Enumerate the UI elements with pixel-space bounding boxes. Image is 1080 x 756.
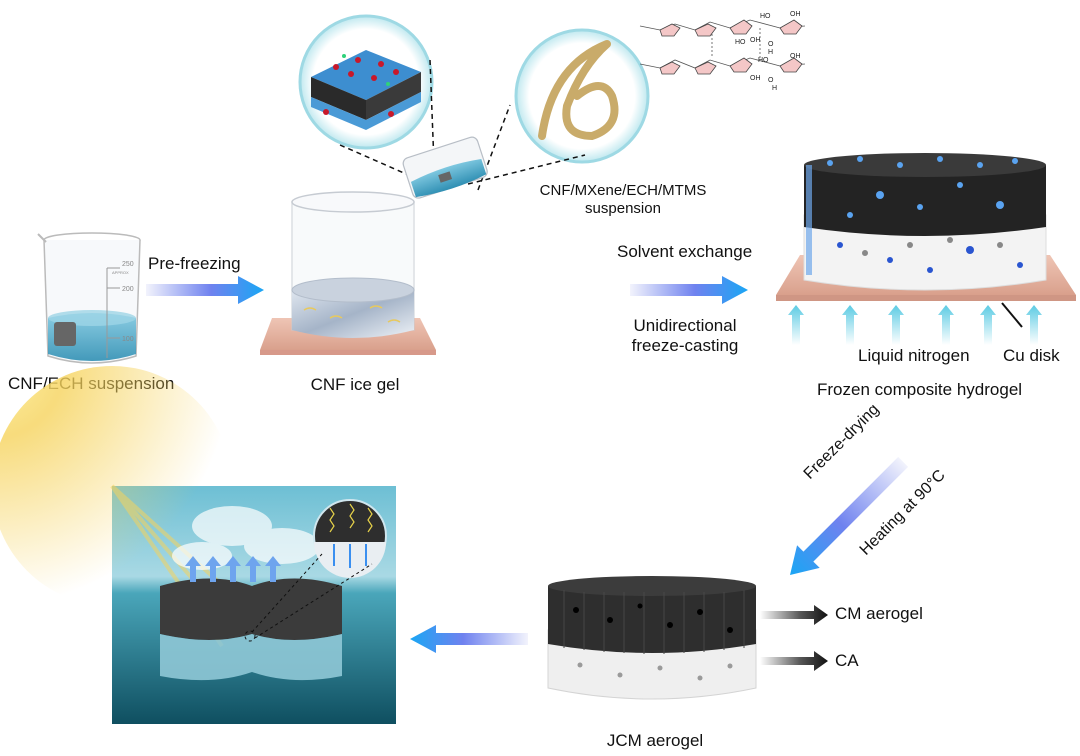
pouring-beaker-icon	[402, 136, 488, 199]
molecule-group: O	[768, 41, 774, 48]
vapor-arrow-icon	[245, 556, 261, 582]
frozen-hydrogel-icon	[776, 153, 1076, 328]
mxene-zoom-circle	[298, 14, 434, 150]
vapor-arrow-icon	[205, 556, 221, 582]
nitrogen-arrow-icon	[938, 305, 954, 345]
cnf-zoom-circle	[514, 28, 650, 164]
nitrogen-arrow-icon	[788, 305, 804, 345]
molecule-group: H	[768, 49, 773, 56]
cu-disk-label: Cu disk	[1003, 346, 1060, 365]
molecule-group: HO	[758, 57, 769, 64]
pre-freezing-arrow-icon	[146, 276, 264, 304]
nitrogen-arrow-icon	[1026, 305, 1042, 345]
added-suspension-label-line1: CNF/MXene/ECH/MTMS	[539, 182, 707, 199]
freeze-drying-arrow-icon	[790, 456, 909, 575]
vapor-arrow-icon	[185, 556, 201, 582]
freeze-casting-label: Unidirectional freeze-casting	[610, 316, 760, 356]
solvent-exchange-arrow-icon	[630, 276, 748, 304]
cm-pointer-arrow-icon	[760, 605, 828, 625]
cellulose-fiber-icon	[538, 40, 619, 141]
beaker-mark: 250	[122, 261, 134, 268]
nitrogen-arrow-icon	[888, 305, 904, 345]
molecule-group: O	[768, 77, 774, 84]
steam-icon	[172, 506, 320, 570]
mxene-structure-icon	[311, 50, 421, 130]
application-arrow-icon	[410, 625, 528, 653]
pre-freezing-label: Pre-freezing	[148, 254, 241, 273]
molecule-group: HO	[760, 13, 771, 20]
cm-aerogel-label: CM aerogel	[835, 604, 923, 623]
nitrogen-arrow-icon	[842, 305, 858, 345]
beaker-mark: APPROX	[112, 270, 129, 275]
freeze-casting-label-line1: Unidirectional	[633, 316, 737, 335]
added-suspension-label-line2: suspension	[585, 200, 661, 217]
frozen-hydrogel-label: Frozen composite hydrogel	[817, 380, 1023, 399]
molecule-group: OH	[750, 75, 761, 82]
ice-gel-stage: CNF ice gel	[260, 190, 450, 400]
beaker-mark: 100	[122, 336, 134, 343]
vapor-arrow-icon	[265, 556, 281, 582]
liquid-nitrogen-arrows	[788, 305, 1042, 345]
vapor-arrow-icon	[225, 556, 241, 582]
molecule-group: OH	[790, 11, 801, 18]
sun-icon	[0, 366, 232, 606]
molecule-group: OH	[790, 53, 801, 60]
solvent-exchange-label: Solvent exchange	[617, 242, 753, 261]
molecule-group: H	[772, 85, 777, 92]
liquid-nitrogen-label: Liquid nitrogen	[858, 346, 970, 365]
ice-gel-container-icon	[260, 191, 436, 355]
jcm-aerogel-icon	[547, 576, 757, 700]
ice-gel-label: CNF ice gel	[310, 375, 400, 394]
nitrogen-arrow-icon	[980, 305, 996, 345]
ca-label: CA	[835, 651, 859, 670]
ca-pointer-arrow-icon	[760, 651, 828, 671]
freeze-casting-label-line2: freeze-casting	[631, 336, 739, 355]
molecule-group: OH	[750, 37, 761, 44]
beaker-icon: 250 APPROX 200 100	[37, 232, 141, 364]
jcm-aerogel-label: JCM aerogel	[606, 731, 704, 750]
cellulose-molecule-icon: HO OH HO OH OH O H HO OH O H	[639, 11, 806, 92]
molecule-group: HO	[735, 39, 746, 46]
solar-evaporation-scene	[0, 366, 396, 724]
beaker-mark: 200	[122, 286, 134, 293]
added-suspension-label: CNF/MXene/ECH/MTMS suspension	[528, 182, 718, 218]
